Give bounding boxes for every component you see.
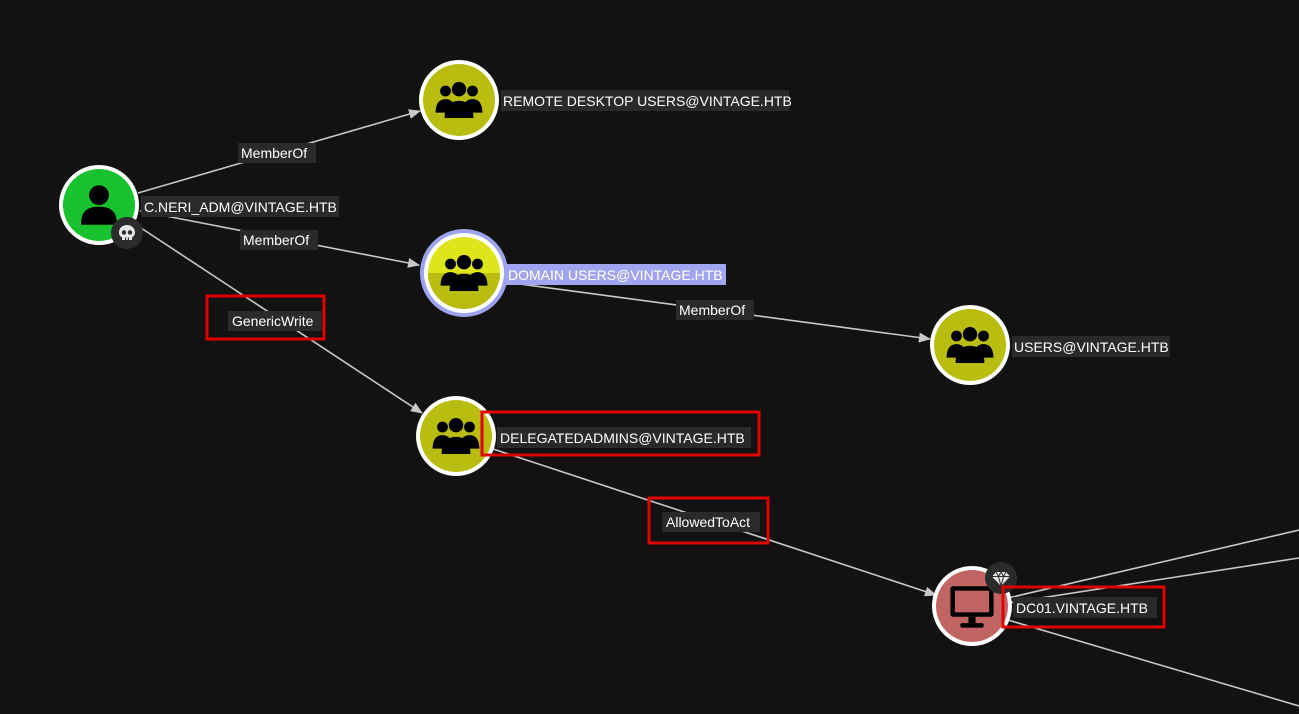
node-remote-desktop-users[interactable]: REMOTE DESKTOP USERS@VINTAGE.HTB [419,60,792,140]
node-delegatedadmins[interactable]: DELEGATEDADMINS@VINTAGE.HTB [416,396,751,476]
node-c-neri-adm[interactable]: C.NERI_ADM@VINTAGE.HTB [59,165,339,249]
edge-label-neri-to-delegated[interactable]: GenericWrite [228,311,322,331]
edge-label-delegated-to-dc01[interactable]: AllowedToAct [662,512,760,532]
edge-label-du-to-users[interactable]: MemberOf [676,300,754,320]
gem-icon [985,562,1017,594]
node-dc01[interactable]: DC01.VINTAGE.HTB [932,562,1157,646]
node-label: USERS@VINTAGE.HTB [1014,339,1169,355]
edge-label-text: MemberOf [241,145,307,161]
node-users[interactable]: USERS@VINTAGE.HTB [930,305,1170,385]
node-label: REMOTE DESKTOP USERS@VINTAGE.HTB [503,93,792,109]
skull-icon [111,217,143,249]
edge-label-neri-to-rdu[interactable]: MemberOf [238,143,316,163]
highlight-box-delegatedadmins [480,410,761,457]
edge-label-text: MemberOf [679,302,745,318]
highlight-box-genericwrite [205,294,326,341]
edge-label-neri-to-du[interactable]: MemberOf [240,230,318,250]
edge-label-text: MemberOf [243,232,309,248]
edge-label-text: AllowedToAct [666,514,750,530]
edge-dc01-offscreen-3[interactable] [1007,619,1299,707]
node-label: C.NERI_ADM@VINTAGE.HTB [144,199,337,215]
node-label: DC01.VINTAGE.HTB [1016,600,1148,616]
highlight-box-dc01 [1001,585,1166,629]
node-label: DOMAIN USERS@VINTAGE.HTB [508,267,723,283]
edge-dc01-offscreen-2[interactable] [1007,557,1299,604]
node-label: DELEGATEDADMINS@VINTAGE.HTB [500,430,745,446]
highlight-box-allowedtoact [647,496,770,545]
node-domain-users[interactable]: DOMAIN USERS@VINTAGE.HTB [420,229,726,317]
edge-label-text: GenericWrite [232,313,314,329]
